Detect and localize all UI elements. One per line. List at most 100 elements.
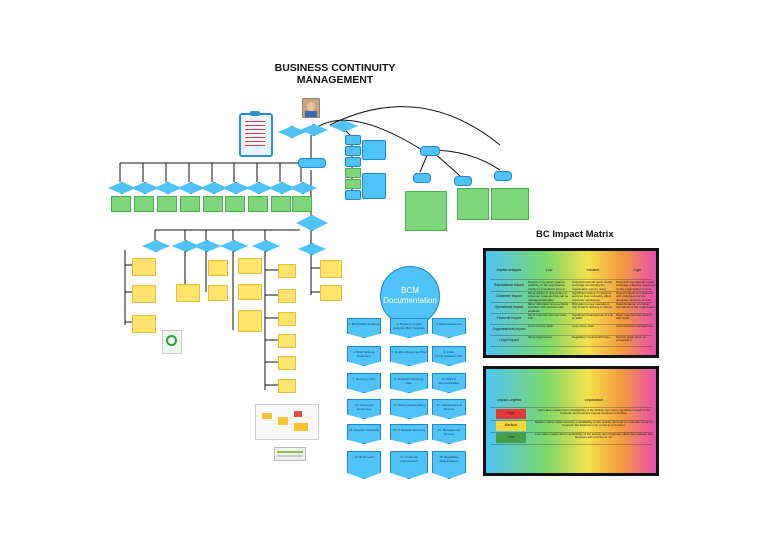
doc-item: 5. Incident Response Plan	[390, 346, 428, 366]
circle-label-1: BCM	[401, 286, 419, 295]
note-green	[157, 196, 177, 212]
matrix-header-row: Impact Analysis Low Medium High	[490, 269, 652, 280]
note-yellow	[320, 285, 342, 301]
flow-node	[252, 240, 280, 252]
legend-row: High High value implies that unavailabili…	[490, 409, 652, 421]
matrix-cell: Loss of senior management.	[616, 325, 654, 328]
matrix-header: Impact Analysis	[496, 269, 522, 272]
flow-node	[345, 157, 361, 167]
doc-item: 4. BCM Strategy Document	[347, 346, 381, 366]
doc-item: 13. Supplier Continuity	[347, 424, 381, 444]
matrix-header: Low	[545, 269, 553, 272]
legend-explanation: Medium value implies that the unavailabi…	[534, 421, 654, 428]
matrix-row-label: Legal Impact	[499, 338, 519, 342]
note-green	[491, 188, 529, 220]
logo-image	[162, 330, 182, 354]
circle-label-2: Documentation	[383, 296, 437, 305]
doc-item: 11. Testing & Exercising	[390, 399, 428, 419]
note-yellow	[278, 334, 296, 348]
doc-item: 15. Management Review	[432, 424, 466, 444]
flow-node	[142, 240, 170, 252]
matrix-row-label: Customer Impact	[496, 294, 522, 298]
matrix-header: High	[633, 269, 641, 272]
legend-header-row: Impact Legend Explanation	[490, 399, 652, 408]
note-yellow	[238, 310, 262, 332]
flow-node	[300, 124, 328, 136]
matrix-cell: Minor disruption to non-critical activit…	[528, 303, 569, 313]
doc-item: 10. Training & Awareness	[347, 399, 381, 419]
note-yellow	[320, 260, 342, 278]
matrix-row-label: Organisational Impact	[492, 327, 526, 331]
impact-matrix-title: BC Impact Matrix	[536, 229, 614, 240]
matrix-cell: Total disruption of critical operations …	[616, 303, 657, 310]
note-yellow	[132, 285, 156, 303]
matrix-cell: Minor financial loss less than 10k.	[528, 314, 567, 321]
note-green	[271, 196, 291, 212]
note-green	[225, 196, 245, 212]
matrix-row: Legal Impact Minor legal issues. Regulator…	[490, 336, 652, 347]
note-yellow	[278, 289, 296, 303]
flow-node	[345, 146, 361, 156]
matrix-row-label: Reputational Impact	[493, 283, 525, 287]
matrix-row: Customer Impact Minor delays in respondin…	[490, 292, 653, 303]
note-green	[457, 188, 489, 220]
impact-legend-table: Impact Legend Explanation High High value…	[483, 366, 659, 476]
note-green	[292, 196, 312, 212]
doc-item: 1. BCM Policy & Scope	[347, 318, 381, 338]
flow-node	[420, 146, 440, 156]
doc-item: 3. Risk Assessment	[432, 318, 466, 338]
matrix-cell: Severe impact to customers with prolonge…	[616, 292, 654, 302]
legend-level: Low	[496, 433, 526, 443]
note-yellow	[208, 285, 228, 301]
title-line-2: MANAGEMENT	[296, 74, 374, 86]
diagram-thumbnail	[255, 404, 319, 440]
note-yellow	[176, 284, 200, 302]
flow-node	[362, 140, 386, 160]
doc-item: 16. BCM Audit	[347, 451, 381, 479]
matrix-cell: Disruption to key operations that impact…	[572, 303, 613, 310]
matrix-row-label: Financial Impact	[496, 316, 522, 320]
flow-node	[298, 243, 326, 255]
note-yellow	[278, 312, 296, 326]
note-green	[405, 191, 447, 231]
matrix-cell: Minor legal issues.	[528, 336, 553, 339]
matrix-cell: Serious legal action or prosecution.	[616, 336, 646, 343]
matrix-cell: Significant delays in customer services …	[572, 292, 612, 302]
note-green	[203, 196, 223, 212]
flow-node	[330, 120, 358, 132]
flow-node	[345, 135, 361, 145]
matrix-cell: Regulatory breach with fines.	[572, 336, 611, 339]
flow-node	[220, 240, 248, 252]
flow-node	[413, 173, 431, 183]
flow-node	[494, 171, 512, 181]
matrix-cell: Potential national news media coverage c…	[572, 281, 612, 291]
doc-item: 6. Crisis Communication Plan	[432, 346, 466, 366]
clipboard-icon	[239, 111, 273, 157]
legend-header: Explanation	[584, 399, 604, 402]
legend-level: High	[496, 409, 526, 419]
matrix-cell: Minor delays in responding to customer r…	[528, 292, 569, 302]
legend-explanation: High value implies that unavailability o…	[537, 409, 651, 416]
flow-node	[345, 168, 361, 178]
note-yellow	[278, 379, 296, 393]
doc-item: 12. Maintenance & Review	[432, 399, 466, 419]
avatar	[302, 98, 320, 118]
note-yellow	[132, 258, 156, 276]
matrix-cell: Major financial loss greater than 100k.	[616, 314, 652, 321]
matrix-header: Medium	[586, 269, 600, 272]
matrix-row: Financial Impact Minor financial loss les…	[490, 314, 652, 325]
legend-explanation: Low value implies that unavailability of…	[535, 433, 653, 440]
flow-node	[289, 182, 317, 194]
page-title: BUSINESS CONTINUITY MANAGEMENT	[270, 62, 400, 86]
note-yellow	[208, 260, 228, 276]
flow-node	[298, 158, 326, 168]
doc-item: 2. Business Impact Analysis (BIA) Templa…	[390, 318, 428, 338]
note-yellow	[278, 264, 296, 278]
title-line-1: BUSINESS CONTINUITY	[274, 62, 396, 74]
note-green	[134, 196, 154, 212]
